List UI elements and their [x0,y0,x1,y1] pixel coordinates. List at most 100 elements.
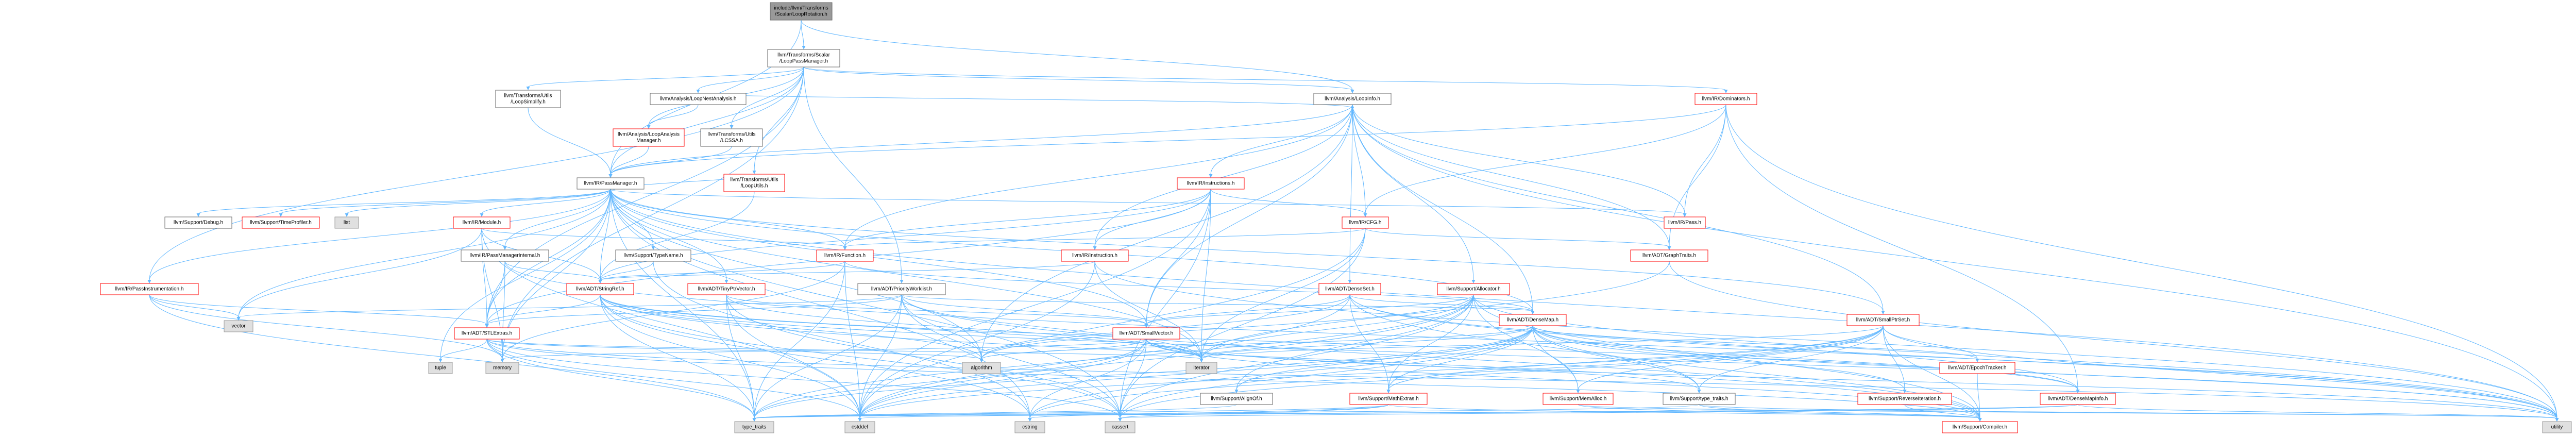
edge-lpm-to-passinstr [149,66,804,281]
node-memalloc[interactable]: llvm/Support/MemAlloc.h [1543,393,1614,405]
node-label-lcssa: llvm/Transforms/Utils [708,132,756,138]
node-alignof[interactable]: llvm/Support/AlignOf.h [1200,393,1273,405]
edge-irfunction-to-cstddef [844,261,860,419]
node-utility: utility [2542,421,2572,433]
node-label-cstddef: cstddef [852,425,868,430]
arrowhead-passmanager-to-irpass [1683,213,1687,217]
node-algorithm: algorithm [962,362,1001,374]
edge-passinstr-to-type_traits [149,294,755,419]
node-irinstructions[interactable]: llvm/IR/Instructions.h [1177,177,1245,190]
node-reverseiter[interactable]: llvm/Support/ReverseIteration.h [1857,393,1952,405]
node-stringref[interactable]: llvm/ADT/StringRef.h [566,283,634,295]
node-label-reverseiter: llvm/Support/ReverseIteration.h [1869,396,1941,402]
arrowhead-passmanager-to-timeprofiler [279,213,283,217]
edge-loopinfo-to-ircfg [1352,104,1366,214]
node-lcssa[interactable]: llvm/Transforms/Utils/LCSSA.h [700,128,763,147]
edge-densemap-to-densemapinfo [1532,325,2078,391]
node-lpm[interactable]: llvm/Transforms/Scalar/LoopPassManager.h [767,49,840,68]
edge-dominators-to-densemapinfo [1725,104,2078,391]
node-box-lcssa [700,128,763,147]
node-label-smallptrset: llvm/ADT/SmallPtrSet.h [1856,317,1910,323]
edge-typename-to-stringref [600,261,654,281]
edge-passmanager-to-irfunction [610,189,845,247]
edge-densetset-to-typetraits [1349,294,1700,391]
node-box-stlextras [454,327,520,340]
node-tinyptrvector[interactable]: llvm/ADT/TinyPtrVector.h [687,283,766,295]
arrowhead-mathextras-to-cstring [1028,418,1032,422]
node-dominators[interactable]: llvm/IR/Dominators.h [1694,93,1757,105]
arrowhead-lpm-to-loopinfo [1350,90,1354,93]
node-epochtracker[interactable]: llvm/ADT/EpochTracker.h [1939,362,2015,374]
node-root[interactable]: include/llvm/Transforms/Scalar/LoopRotat… [770,2,833,21]
node-label-lcssa: /LCSSA.h [720,138,743,144]
edge-densemap-to-epochtracker [1532,325,1978,360]
node-smallvector[interactable]: llvm/ADT/SmallVector.h [1112,327,1180,340]
node-box-lam [613,128,685,147]
edge-stringref-to-cstring [600,294,1030,419]
node-compiler[interactable]: llvm/Support/Compiler.h [1942,421,2018,433]
edge-loopinfo-to-densetset [1349,104,1353,281]
node-label-epochtracker: llvm/ADT/EpochTracker.h [1948,365,2007,371]
edge-smallptrset-to-typetraits [1699,325,1884,391]
node-irinstruction[interactable]: llvm/IR/Instruction.h [1061,249,1129,262]
node-stlextras[interactable]: llvm/ADT/STLExtras.h [454,327,520,340]
edge-pminternal-to-stlextras [486,261,505,325]
node-ircfg[interactable]: llvm/IR/CFG.h [1342,216,1389,229]
edge-irmodule-to-irfunction [481,228,845,247]
node-box-tinyptrvector [687,283,766,295]
edge-passinstr-to-memory [149,294,503,360]
node-label-graphtraits: llvm/ADT/GraphTraits.h [1642,253,1696,259]
edge-memalloc-to-compiler [1578,404,1980,419]
node-irfunction[interactable]: llvm/IR/Function.h [816,249,874,262]
node-smallptrset[interactable]: llvm/ADT/SmallPtrSet.h [1846,314,1920,326]
node-typetraits[interactable]: llvm/Support/type_traits.h [1663,393,1736,405]
node-passmanager[interactable]: llvm/IR/PassManager.h [577,177,645,190]
arrowhead-lpm-to-loopnest [696,90,700,93]
node-priorityworklist[interactable]: llvm/ADT/PriorityWorklist.h [857,283,946,295]
node-label-root: /Scalar/LoopRotation.h [775,12,827,18]
edge-smallvector-to-utility [1146,339,2557,419]
node-densemapinfo[interactable]: llvm/ADT/DenseMapInfo.h [2040,393,2116,405]
node-loopinfo[interactable]: llvm/Analysis/LoopInfo.h [1313,93,1392,105]
edge-irinstruction-to-cstddef [859,261,1095,419]
node-label-dominators: llvm/IR/Dominators.h [1702,96,1750,102]
node-allocator[interactable]: llvm/Support/Allocator.h [1437,283,1510,295]
node-mathextras[interactable]: llvm/Support/MathExtras.h [1349,393,1428,405]
node-typename[interactable]: llvm/Support/TypeName.h [615,249,691,262]
node-loopnest[interactable]: llvm/Analysis/LoopNestAnalysis.h [650,93,747,105]
node-label-mathextras: llvm/Support/MathExtras.h [1358,396,1418,402]
node-irmodule[interactable]: llvm/IR/Module.h [453,216,511,229]
node-passinstr[interactable]: llvm/IR/PassInstrumentation.h [100,283,199,295]
edge-loopinfo-to-irinstructions [1210,104,1353,175]
node-label-loopsimplify: llvm/Transforms/Utils [504,93,552,99]
edge-lpm-to-loopsimplify [528,66,804,88]
node-looputils[interactable]: llvm/Transforms/Utils/LoopUtils.h [723,174,785,192]
node-timeprofiler[interactable]: llvm/Support/TimeProfiler.h [242,216,320,229]
node-densemap[interactable]: llvm/ADT/DenseMap.h [1499,314,1567,326]
node-box-tuple [428,362,453,374]
node-box-alignof [1200,393,1273,405]
node-irpass[interactable]: llvm/IR/Pass.h [1664,216,1706,229]
node-type_traits: type_traits [734,421,774,433]
arrowhead-ircfg-to-graphtraits [1667,246,1671,250]
node-pminternal[interactable]: llvm/IR/PassManagerInternal.h [461,249,549,262]
arrowhead-stlextras-to-tuple [438,359,443,362]
edge-irinstructions-to-cstddef [859,189,1211,419]
node-label-allocator: llvm/Support/Allocator.h [1446,287,1500,292]
node-densetset[interactable]: llvm/ADT/DenseSet.h [1318,283,1381,295]
node-box-irinstruction [1061,249,1129,262]
edge-lpm-to-priorityworklist [803,66,902,281]
node-box-lpm [767,49,840,68]
edge-loopinfo-to-allocator [1352,104,1474,281]
node-label-looputils: llvm/Transforms/Utils [731,177,778,183]
node-box-irpass [1664,216,1706,229]
arrowhead-passmanager-to-typename [651,246,655,250]
node-label-debug: llvm/Support/Debug.h [174,220,223,226]
arrowhead-passmanager-to-debug [196,213,200,217]
edge-priorityworklist-to-smallvector [901,294,1147,325]
node-debug[interactable]: llvm/Support/Debug.h [164,216,232,229]
node-label-lam: Manager.h [636,138,660,144]
node-loopsimplify[interactable]: llvm/Transforms/Utils/LoopSimplify.h [495,90,561,108]
node-graphtraits[interactable]: llvm/ADT/GraphTraits.h [1630,249,1708,262]
